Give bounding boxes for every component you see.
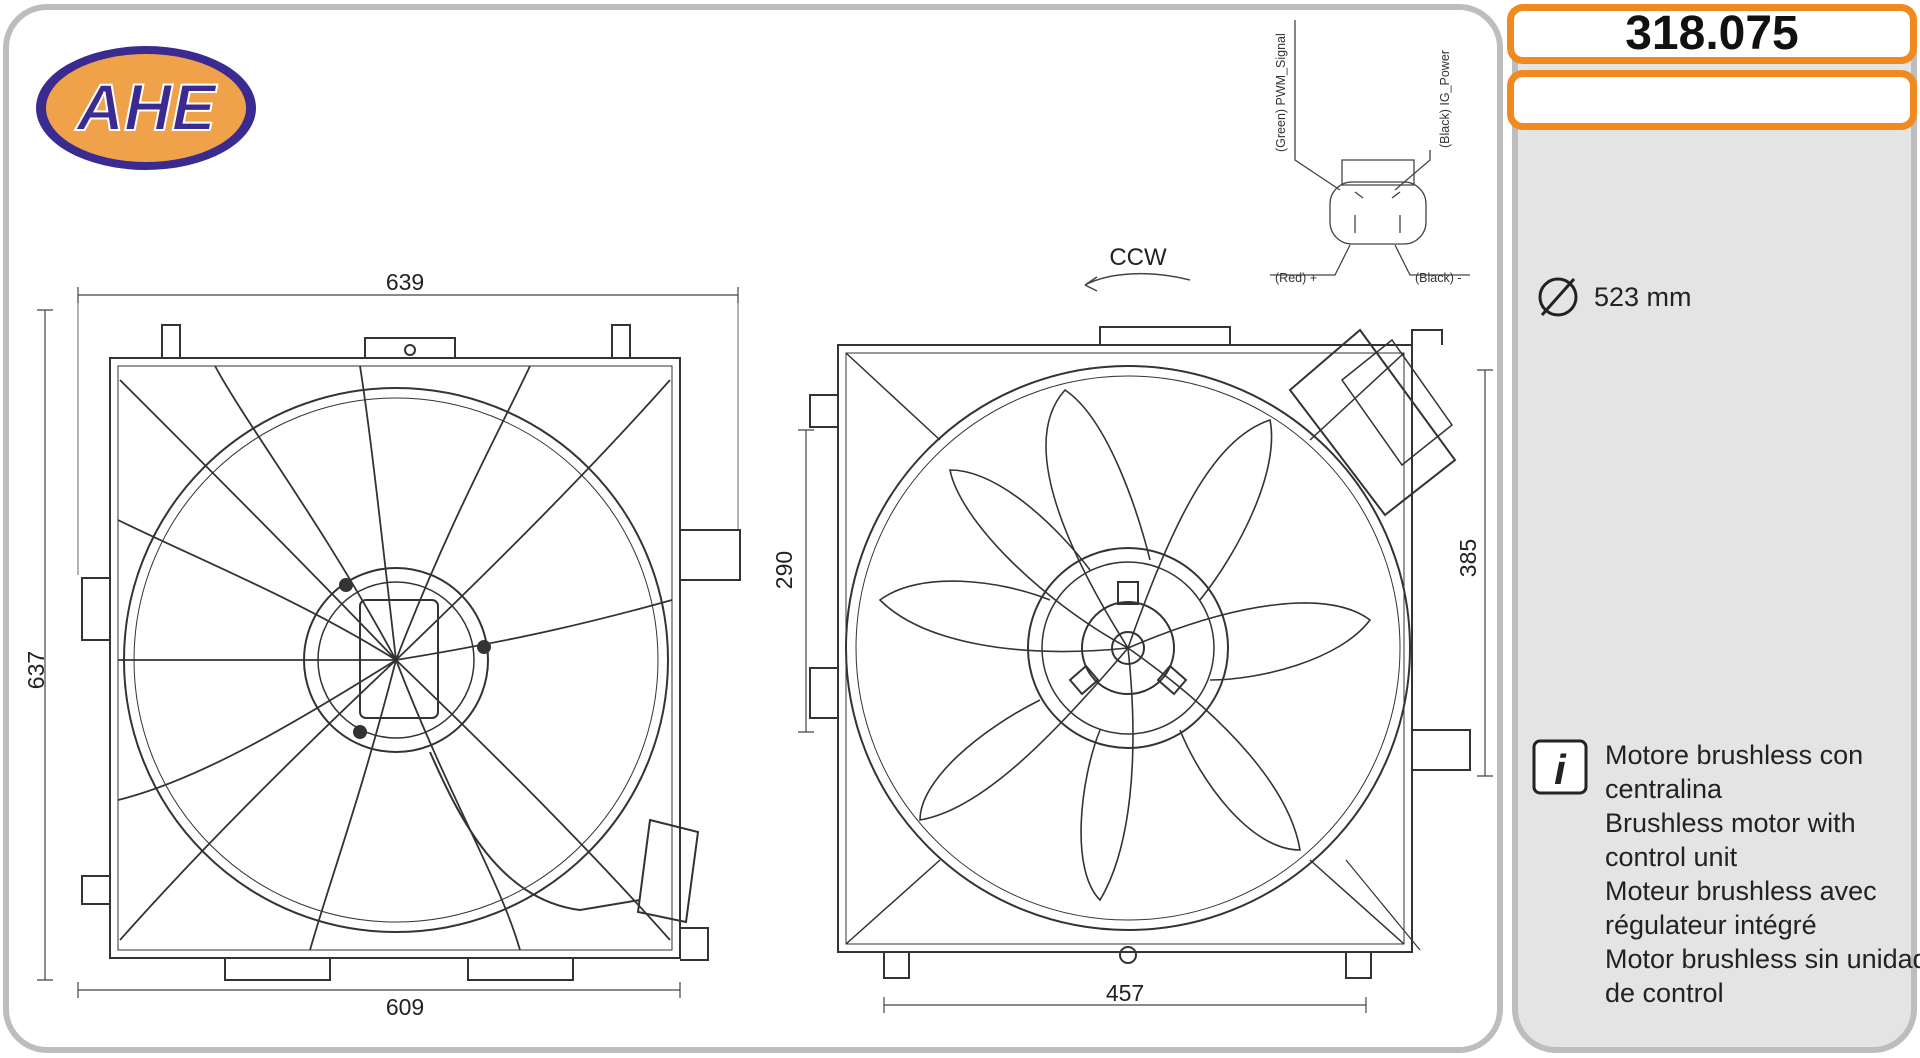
dim-height-right-line [1477,369,1493,777]
dim-width-top: 639 [386,269,424,295]
dim-width-bottom-line [77,982,681,998]
diameter-icon [1538,277,1578,317]
info-line: control unit [1605,842,1738,872]
top-mount-left [161,324,181,359]
rear-connector [1288,328,1457,517]
blank-field-box [1507,70,1917,130]
rear-fan-blades [878,388,1372,902]
rear-left-lug-bottom [809,667,838,719]
cable [429,751,641,912]
fan-front-view [81,324,741,981]
rear-right-top-lug [1411,329,1443,345]
hub-bolt-3 [353,725,367,739]
dim-height-right: 385 [1455,539,1481,577]
info-line: régulateur intégré [1605,910,1817,940]
ccw-arrow [1084,272,1191,292]
connector-housing [1329,181,1427,245]
rear-motor-shaft-cover [1081,601,1175,695]
rear-motor-shaft [1111,631,1145,665]
drawing-panel [3,4,1503,1053]
pin-line-green [1294,20,1341,191]
pin-line-red [1270,244,1351,276]
connector-latch [1341,159,1415,186]
rear-motor-hub-inner [1041,561,1215,735]
front-motor-hub [303,567,489,753]
dim-height-left: 637 [23,651,49,689]
pin-line-black-gnd [1394,244,1470,276]
dim-height-inner-line [798,429,814,733]
rear-corner-braces [845,352,1405,945]
dim-width-bottom: 609 [386,994,424,1020]
rear-fan-ring [845,365,1411,931]
top-lug-hole [404,344,416,356]
front-struts [117,365,673,951]
dimension-labels: 639 609 637 290 457 385 CCW [23,244,1481,1020]
connector-pins [1354,191,1401,233]
pin-label-red: (Red) + [1275,271,1317,285]
info-line: centralina [1605,774,1723,804]
rear-cable [1345,859,1421,951]
rear-fan-ring-inner [855,375,1401,921]
dim-width-rear-line [883,997,1367,1013]
bottom-feet [224,958,574,981]
info-text: Motore brushless con centralina Brushles… [1605,738,1920,1010]
dim-height-left-line [37,309,53,981]
pin-line-black-ig [1394,150,1431,191]
diameter-value: 523 mm [1594,281,1692,312]
front-connector [636,818,700,924]
logo-inner-oval [46,54,246,162]
top-mount-right [611,324,631,359]
info-line: Moteur brushless avec [1605,876,1877,906]
ahe-logo: AHE [36,46,256,170]
connector-diagram [1270,20,1470,276]
diameter-spec: 523 mm [1536,272,1692,322]
hub-bolt-1 [339,578,353,592]
part-code-box: 318.075 [1507,4,1917,64]
left-lower-lug [81,875,110,905]
fan-rear-view [809,326,1471,979]
info-line: Motor brushless sin unidad [1605,944,1920,974]
part-code: 318.075 [1625,7,1799,60]
left-bracket [81,577,110,641]
front-shroud-frame [109,357,681,959]
control-unit [359,599,439,719]
right-lower-lug [680,927,709,961]
rotation-label: CCW [1109,244,1167,271]
info-line: de control [1605,978,1724,1008]
logo-text: AHE [74,70,217,144]
dim-width-top-ext [77,295,739,575]
top-lug [364,337,456,358]
info-line: Brushless motor with [1605,808,1856,838]
dim-height-inner: 290 [771,551,797,589]
connector-labels: (Green) PWM_Signal (Black) IG_Power (Red… [1274,33,1462,285]
info-section: i Motore brushless con centralina Brushl… [1531,738,1920,1010]
right-bracket [680,529,741,581]
rear-left-lug-top [809,394,838,428]
info-icon: i [1532,739,1588,795]
rear-right-bracket [1412,729,1471,771]
pin-label-ig: (Black) IG_Power [1438,50,1452,148]
hub-bolt-2 [477,640,491,654]
front-motor-hub-inner [317,581,475,739]
rear-connector-body [1340,338,1454,467]
side-panel [1512,4,1917,1053]
info-line: Motore brushless con [1605,740,1864,770]
rear-bottom-hole [1119,946,1137,964]
hub-clips [1068,581,1188,696]
dim-width-rear: 457 [1106,980,1144,1006]
rear-shroud-frame [837,344,1413,953]
pin-label-black: (Black) - [1415,271,1462,285]
rear-motor-hub [1027,547,1229,749]
svg-text:i: i [1554,746,1567,793]
pin-label-pwm: (Green) PWM_Signal [1274,33,1288,152]
rear-top-lug [1099,326,1231,345]
dimension-lines [37,272,1493,1013]
front-shroud-inner [117,365,673,951]
rear-bottom-feet [883,952,1372,979]
